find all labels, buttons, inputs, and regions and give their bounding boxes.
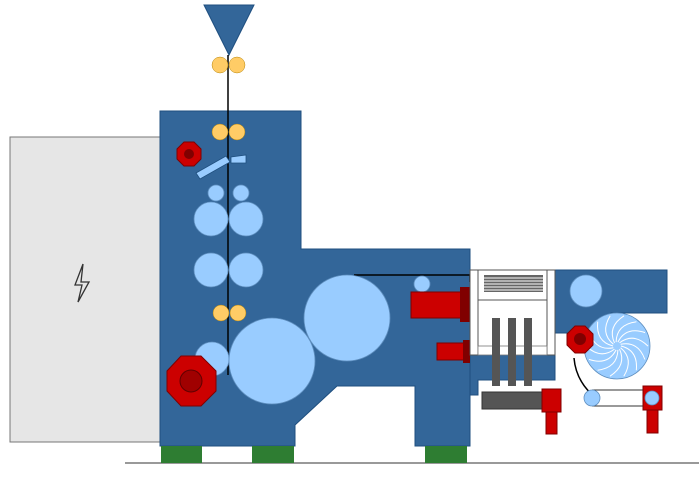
gray-cylinder [481, 388, 562, 435]
main-drum [228, 317, 316, 405]
fan-blade [588, 349, 617, 362]
cylinder-body [410, 291, 464, 319]
fan-blade [619, 337, 649, 347]
feed-roll [212, 304, 230, 322]
small-motor-right [566, 325, 594, 354]
funnel-icon [203, 4, 255, 57]
cutter-blade [524, 318, 532, 386]
fan-blade [617, 330, 646, 343]
belt-pulley [644, 390, 660, 406]
lightning-bolt-icon [74, 263, 91, 303]
fan-blade [615, 321, 637, 343]
cylinder-upper [410, 287, 470, 322]
fan-blade [597, 349, 619, 371]
fan-blade [611, 315, 625, 344]
pull-roll [569, 274, 603, 308]
motor-hub [184, 149, 194, 159]
secondary-drum [303, 274, 391, 362]
belt-motor-stem [646, 409, 659, 434]
foot-right [425, 446, 467, 463]
fan-blade [609, 348, 623, 377]
gray-cylinder-cap [541, 388, 562, 413]
feed-roll [211, 123, 229, 141]
cutter-post-left [469, 269, 479, 356]
feed-roll [211, 56, 229, 74]
fan-blades [585, 315, 649, 377]
small-motor-top [176, 141, 202, 167]
roll-medium [228, 252, 264, 288]
fan-blade [605, 315, 614, 345]
fan-blade [597, 321, 614, 347]
feed-roll [229, 304, 247, 322]
motor-hub [179, 369, 203, 393]
roll-medium [193, 252, 229, 288]
cylinder-lower [436, 340, 470, 363]
roll-medium [193, 201, 229, 237]
motor-hub [574, 333, 586, 345]
foot-left [161, 446, 202, 463]
belt-conveyor [583, 385, 663, 434]
belt-pulley [583, 389, 601, 407]
nozzle [230, 154, 247, 164]
fan-blade [620, 343, 646, 360]
idler-roll [413, 275, 431, 293]
cutter-blade [492, 318, 500, 386]
roll-small [207, 184, 225, 202]
cutter-blade [508, 318, 516, 386]
electric-cabinet [9, 136, 161, 443]
guide-plate [195, 155, 231, 180]
cylinder-body [436, 342, 465, 361]
cylinder-flange [463, 340, 470, 363]
fan-impeller [583, 312, 651, 380]
fan-blade [620, 347, 629, 377]
fan-blade [620, 345, 637, 371]
gray-cylinder-body [481, 391, 545, 410]
cylinder-flange [460, 287, 470, 322]
cutter-post-right [546, 269, 556, 356]
feed-roll [228, 123, 246, 141]
main-motor [166, 355, 217, 407]
cutter-section [469, 269, 556, 386]
fan-housing [583, 312, 651, 380]
gray-cylinder-stem [545, 411, 558, 435]
roll-small [232, 184, 250, 202]
feed-roll [228, 56, 246, 74]
roll-medium [228, 201, 264, 237]
foot-middle [252, 446, 294, 463]
feed-rolls [211, 56, 247, 322]
cutter-grille-lines [484, 277, 543, 291]
